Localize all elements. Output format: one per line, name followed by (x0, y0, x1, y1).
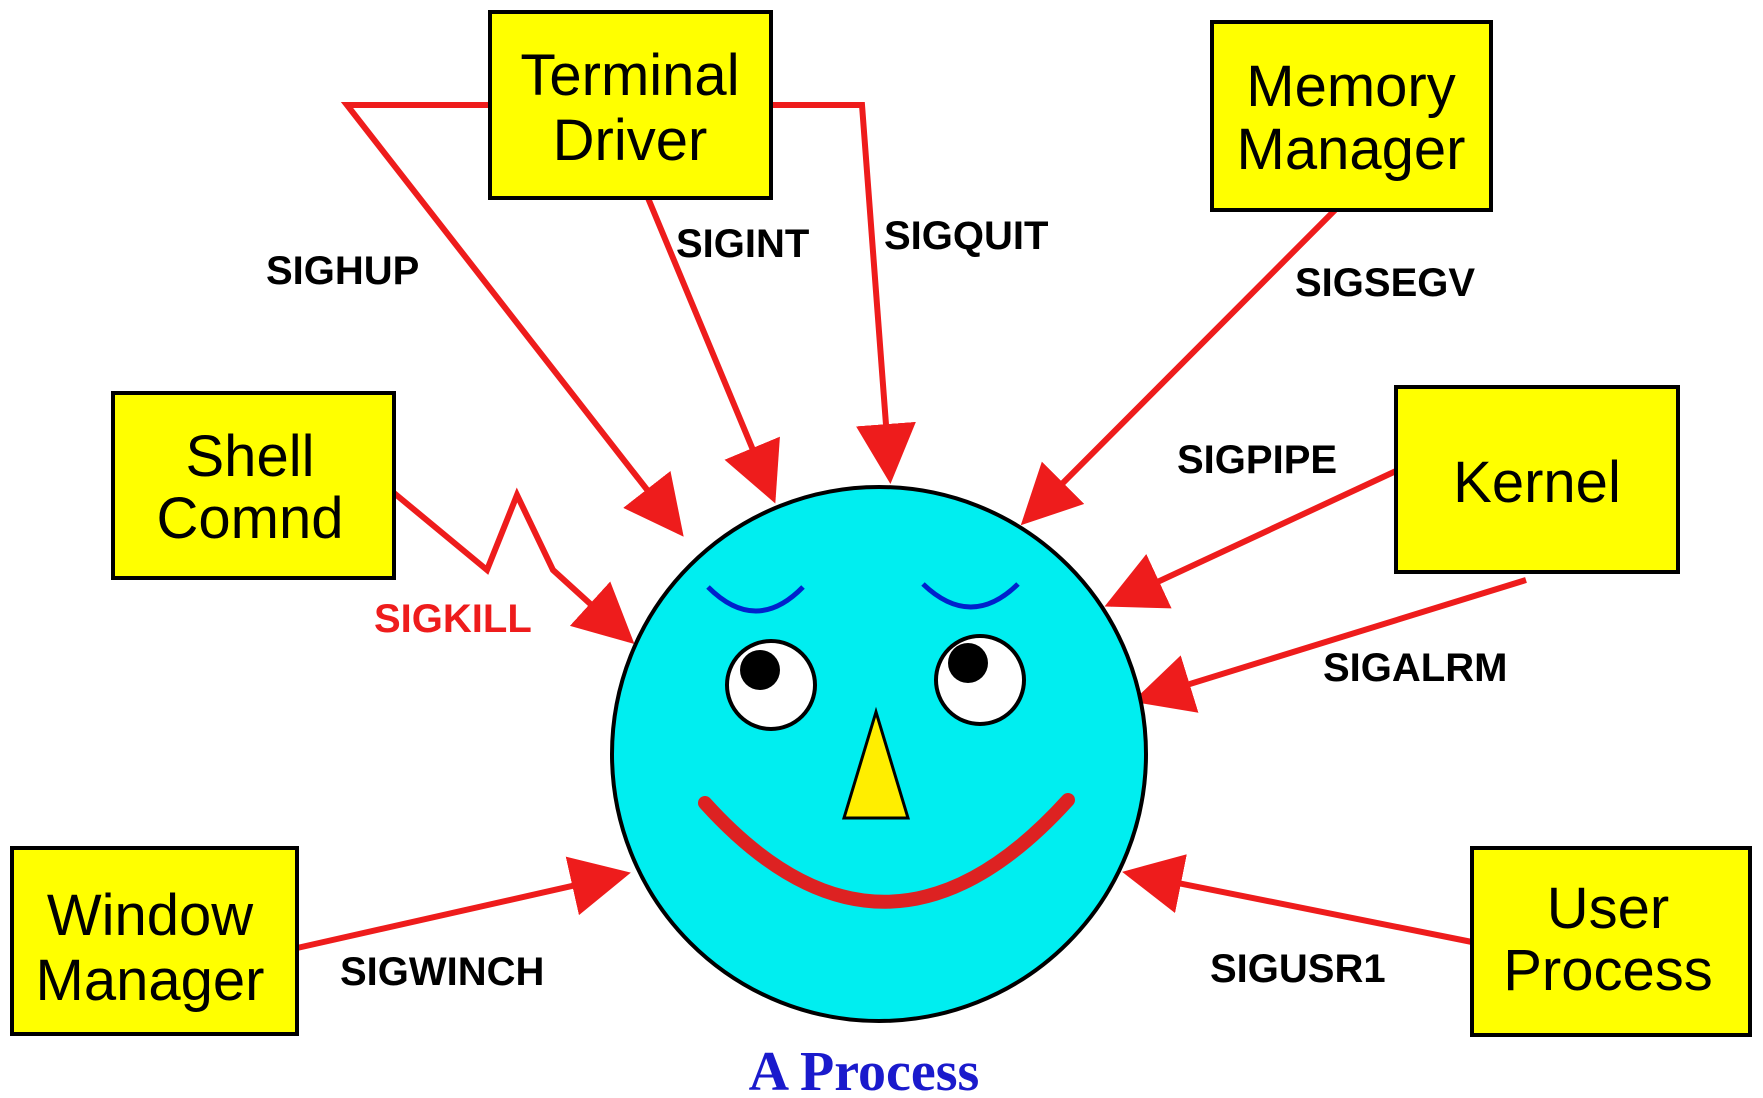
sigpipe-arrow (1110, 471, 1396, 604)
kernel-box: Kernel (1396, 387, 1678, 572)
memory-manager-label-line2: Manager (1237, 117, 1466, 182)
process-caption: A Process (749, 1041, 980, 1098)
left-pupil (740, 650, 780, 690)
sigkill-label: SIGKILL (374, 597, 532, 641)
terminal-driver-label-line2: Driver (553, 108, 708, 173)
window-manager-label-line1: Window (47, 883, 254, 948)
user-process-box: User Process (1472, 848, 1750, 1035)
memory-manager-box: Memory Manager (1212, 22, 1491, 210)
sigwinch-label: SIGWINCH (340, 950, 544, 994)
right-pupil (948, 643, 988, 683)
window-manager-box: Window Manager (12, 848, 297, 1034)
kernel-label: Kernel (1453, 450, 1621, 515)
user-process-label-line1: User (1547, 876, 1669, 941)
user-process-label-line2: Process (1503, 938, 1713, 1003)
sigusr1-arrow (1128, 873, 1472, 942)
sigalrm-label: SIGALRM (1323, 646, 1507, 690)
process-face (612, 487, 1146, 1021)
sigint-label: SIGINT (676, 222, 809, 266)
sigpipe-label: SIGPIPE (1177, 438, 1337, 482)
shell-comnd-label-line2: Comnd (157, 486, 344, 551)
sigsegv-label: SIGSEGV (1295, 261, 1475, 305)
sigquit-label: SIGQUIT (884, 214, 1048, 258)
shell-comnd-box: Shell Comnd (113, 393, 394, 578)
memory-manager-label-line1: Memory (1246, 54, 1455, 119)
sigwinch-arrow (297, 874, 625, 948)
window-manager-label-line2: Manager (36, 948, 265, 1013)
sigusr1-label: SIGUSR1 (1210, 947, 1386, 991)
sighup-label: SIGHUP (266, 249, 419, 293)
terminal-driver-box: Terminal Driver (490, 12, 771, 198)
sigquit-arrow (771, 105, 890, 478)
shell-comnd-label-line1: Shell (186, 424, 315, 489)
terminal-driver-label-line1: Terminal (520, 43, 739, 108)
